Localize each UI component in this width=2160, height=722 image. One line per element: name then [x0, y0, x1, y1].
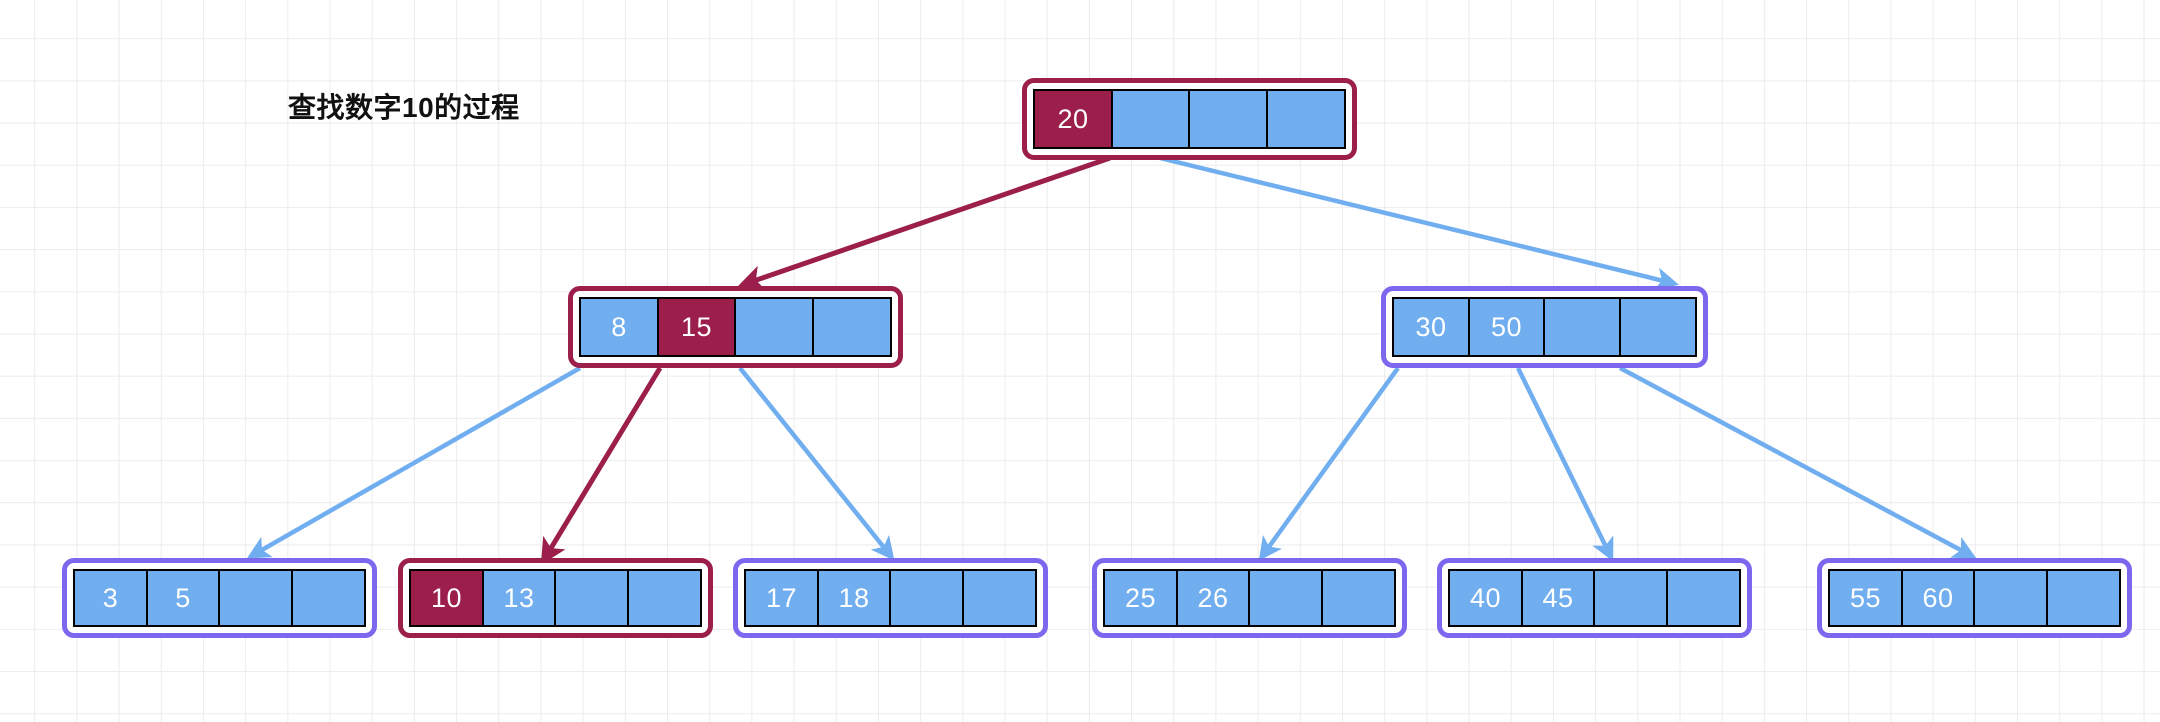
edge-internal-left-to-leaf-2 [540, 366, 663, 565]
root-node[interactable]: 20 [1022, 78, 1357, 160]
leaf-node-6-cell-3[interactable] [2045, 569, 2121, 627]
leaf-node-5-cell-2[interactable] [1593, 569, 1668, 627]
leaf-node-3-cell-2[interactable] [889, 569, 964, 627]
leaf-node-5-cell-1[interactable]: 45 [1520, 569, 1596, 627]
internal-node-left-cell-1[interactable]: 15 [656, 297, 737, 357]
leaf-node-6-cell-2[interactable] [1973, 569, 2048, 627]
internal-node-left-cell-2[interactable] [734, 297, 814, 357]
edge-internal-right-to-leaf-4 [1258, 366, 1400, 561]
root-node-cell-2[interactable] [1188, 89, 1268, 149]
leaf-node-5-cell-3[interactable] [1665, 569, 1741, 627]
leaf-node-3-cell-3[interactable] [961, 569, 1037, 627]
leaf-node-4-cell-0[interactable]: 25 [1103, 569, 1178, 627]
leaf-node-4-cell-1[interactable]: 26 [1175, 569, 1251, 627]
page-title: 查找数字10的过程 [288, 92, 520, 123]
leaf-node-3-cell-0[interactable]: 17 [744, 569, 819, 627]
edge-internal-left-to-leaf-3 [738, 366, 895, 561]
edge-root-to-internal-right [1159, 155, 1679, 291]
leaf-node-1-cell-3[interactable] [290, 569, 366, 627]
leaf-node-2-cell-2[interactable] [554, 569, 629, 627]
internal-node-right-cell-3[interactable] [1618, 297, 1697, 357]
leaf-node-2-cell-0[interactable]: 10 [409, 569, 484, 627]
internal-node-right-cell-0[interactable]: 30 [1392, 297, 1470, 357]
leaf-node-6-cell-1[interactable]: 60 [1900, 569, 1976, 627]
leaf-node-1-cell-2[interactable] [218, 569, 293, 627]
leaf-node-3-cell-1[interactable]: 18 [816, 569, 892, 627]
leaf-node-1-cell-1[interactable]: 5 [145, 569, 221, 627]
edge-internal-right-to-leaf-5 [1515, 367, 1614, 562]
edge-internal-left-to-leaf-1 [246, 366, 582, 559]
root-node-cell-3[interactable] [1265, 89, 1346, 149]
edge-root-to-internal-left [737, 155, 1111, 291]
leaf-node-2-cell-3[interactable] [626, 569, 702, 627]
leaf-node-5-cell-0[interactable]: 40 [1448, 569, 1523, 627]
leaf-node-4-cell-3[interactable] [1320, 569, 1396, 627]
leaf-node-4-cell-2[interactable] [1248, 569, 1323, 627]
root-node-cell-0[interactable]: 20 [1033, 89, 1113, 149]
internal-node-left-cell-0[interactable]: 8 [579, 297, 659, 357]
edge-internal-right-to-leaf-6 [1618, 366, 1977, 559]
leaf-node-6-cell-0[interactable]: 55 [1828, 569, 1903, 627]
leaf-node-1-cell-0[interactable]: 3 [73, 569, 148, 627]
root-node-cell-1[interactable] [1110, 89, 1191, 149]
internal-node-left-cell-3[interactable] [811, 297, 892, 357]
internal-node-right-cell-2[interactable] [1543, 297, 1621, 357]
leaf-node-2-cell-1[interactable]: 13 [481, 569, 557, 627]
internal-node-right-cell-1[interactable]: 50 [1467, 297, 1546, 357]
